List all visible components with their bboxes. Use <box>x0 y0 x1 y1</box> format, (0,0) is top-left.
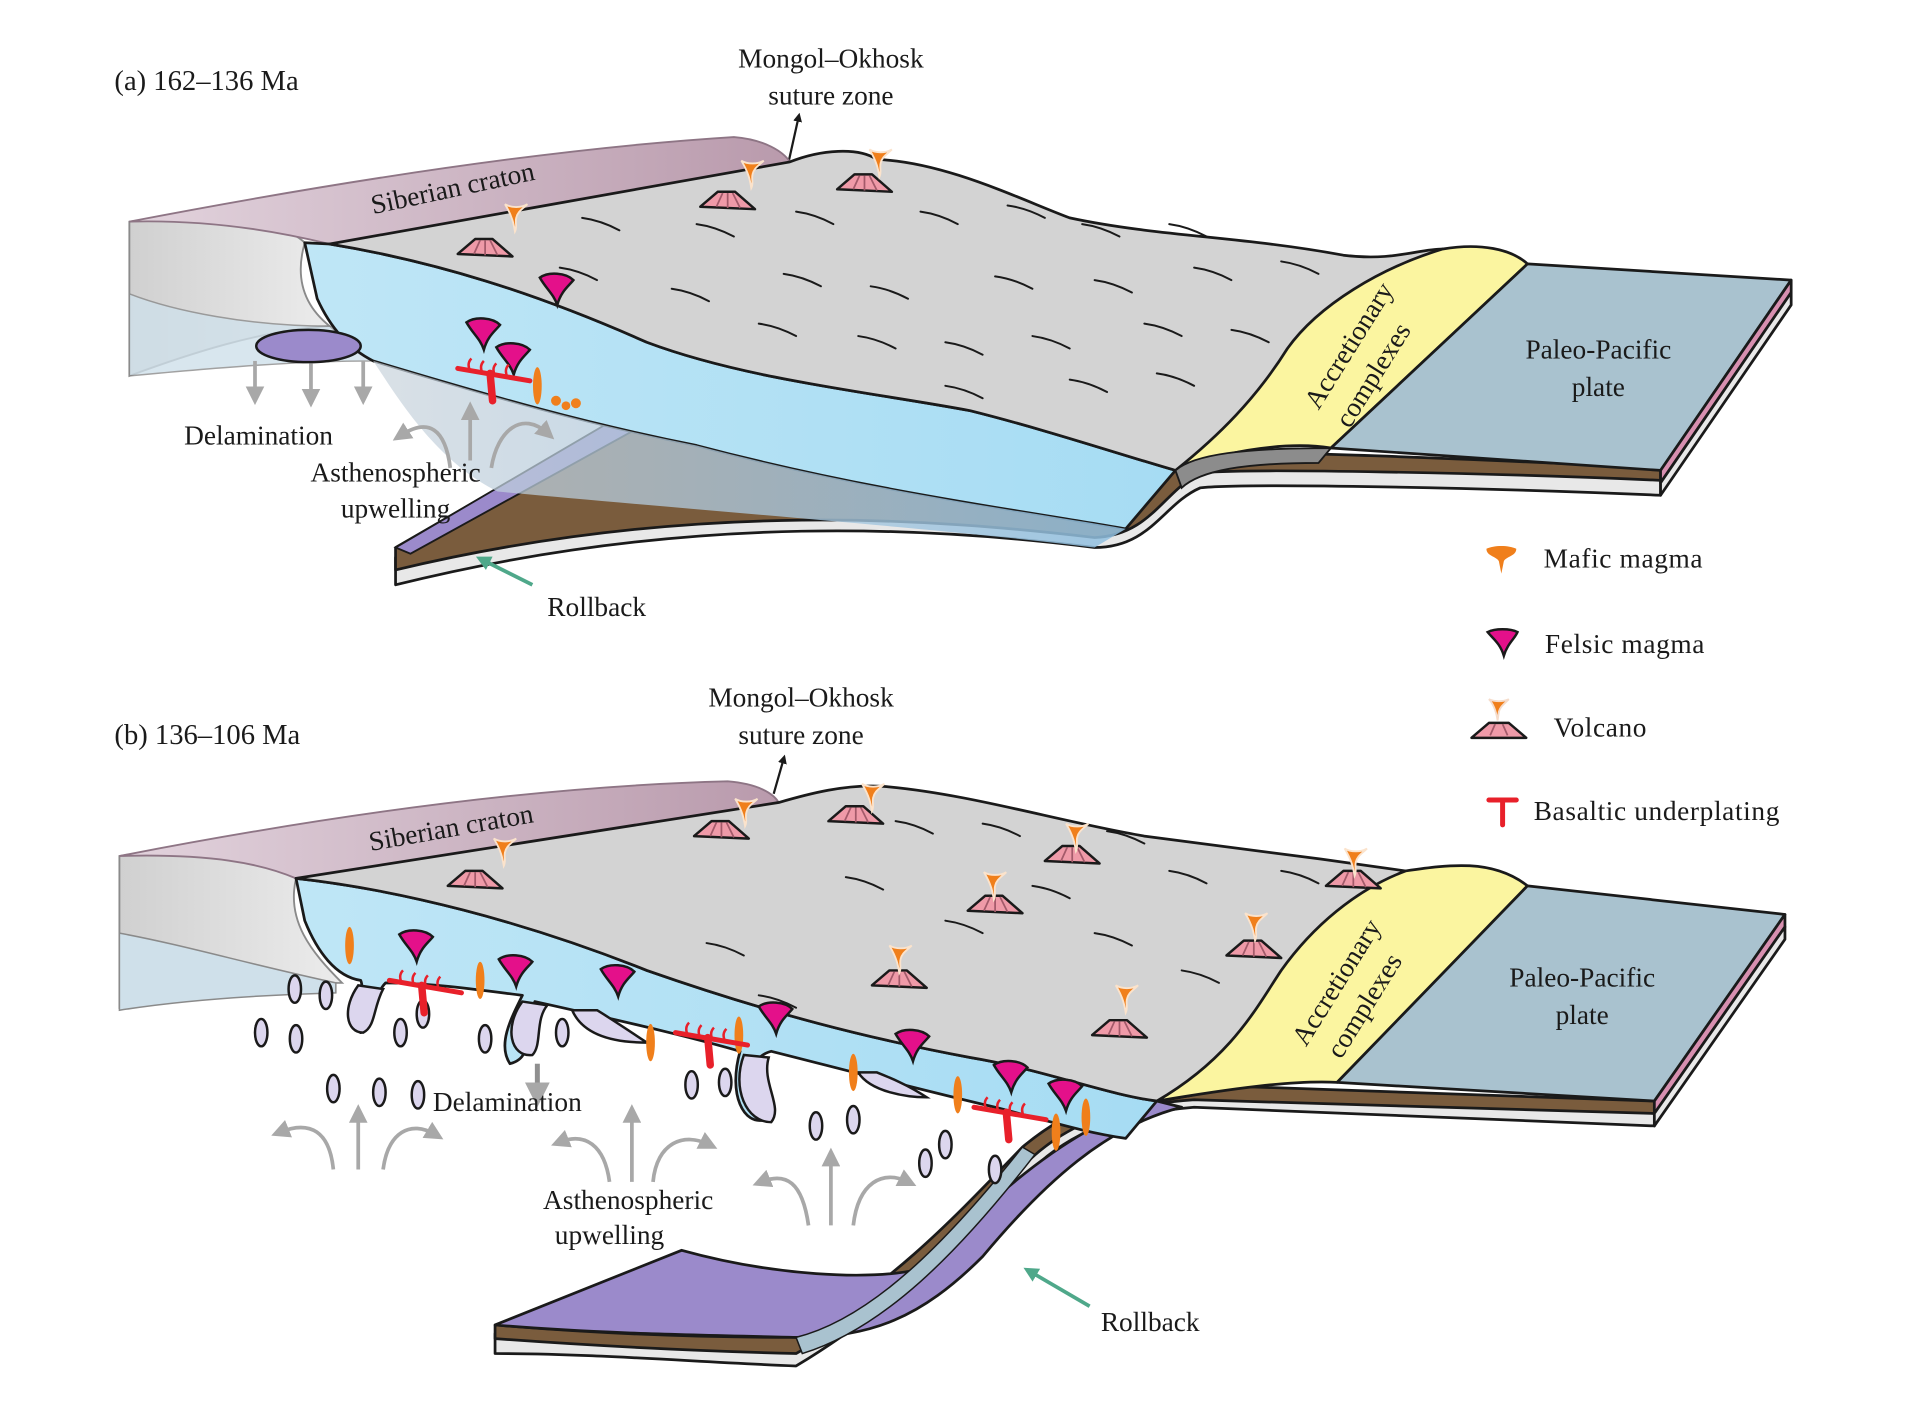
mafic-magma-icon <box>1081 1098 1091 1136</box>
legend-label: Felsic magma <box>1545 629 1705 659</box>
legend-item-underplating: Basaltic underplating <box>1486 796 1780 828</box>
panel-b-plate-label-line1: Paleo-Pacific <box>1509 963 1655 993</box>
panel-b-upwelling-arrows <box>271 1104 917 1226</box>
panel-a: (a) 162–136 Ma Mongol–Okhosk suture zone… <box>114 43 1793 622</box>
panel-a-plate-label-line1: Paleo-Pacific <box>1525 334 1671 364</box>
mafic-magma-icon <box>345 926 354 965</box>
panel-a-delamination-block <box>254 328 362 364</box>
panel-a-rollback-label: Rollback <box>547 592 646 622</box>
panel-a-rollback-arrow <box>475 556 534 587</box>
mafic-magma-droplets <box>551 395 581 411</box>
panel-b-delamination-label: Delamination <box>433 1087 582 1117</box>
panel-b-upwelling-label-line2: upwelling <box>555 1220 665 1250</box>
legend-item-mafic: Mafic magma <box>1486 543 1704 574</box>
panel-b-title: (b) 136–106 Ma <box>114 720 300 751</box>
mafic-magma-icon <box>532 367 542 405</box>
mafic-magma-icon <box>953 1076 963 1114</box>
legend-item-felsic: Felsic magma <box>1485 628 1705 661</box>
legend-item-volcano: Volcano <box>1470 698 1648 743</box>
panel-a-delamination-arrows <box>245 360 373 408</box>
panel-a-suture-label-line1: Mongol–Okhosk <box>738 43 924 73</box>
mafic-magma-icon <box>1051 1113 1061 1151</box>
volcano-icon <box>1470 698 1528 740</box>
panel-b-suture-label-line2: suture zone <box>738 720 863 750</box>
legend: Mafic magma Felsic magma Volcano Basalti… <box>1470 543 1780 828</box>
basaltic-underplating-icon <box>1486 797 1519 828</box>
panel-a-craton <box>129 136 792 245</box>
panel-b-delaminating-drips <box>346 984 931 1124</box>
panel-a-plate-label-line2: plate <box>1572 372 1625 402</box>
panel-b-suture-arrow <box>772 754 787 795</box>
panel-a-delamination-label: Delamination <box>184 420 333 450</box>
panel-a-upwelling-label-line1: Asthenospheric <box>310 458 480 488</box>
panel-a-upwelling-label-line2: upwelling <box>341 494 451 524</box>
mafic-magma-icon <box>475 961 485 1000</box>
panel-a-foliation <box>558 204 1320 400</box>
panel-a-upwelling-arrows <box>392 401 555 469</box>
panel-b-accretionary-complex <box>1155 864 1529 1103</box>
panel-b-suture-label-line1: Mongol–Okhosk <box>708 683 894 713</box>
legend-label: Volcano <box>1554 713 1648 743</box>
panel-b-craton <box>119 780 781 880</box>
panel-b-foliation <box>705 820 1320 1009</box>
panel-a-suture-label-line2: suture zone <box>768 81 893 111</box>
panel-b-plate-label-line2: plate <box>1556 1000 1609 1030</box>
mafic-magma-icon <box>646 1023 655 1062</box>
panel-b-rollback-arrow <box>1023 1267 1091 1308</box>
mafic-magma-icon <box>848 1053 858 1092</box>
panel-b-rollback-label: Rollback <box>1101 1307 1200 1337</box>
panel-b-upwelling-label-line1: Asthenospheric <box>543 1185 713 1215</box>
panel-a-title: (a) 162–136 Ma <box>114 66 299 97</box>
mafic-magma-icon <box>734 1016 744 1054</box>
panel-a-suture-arrow <box>787 112 802 163</box>
mafic-magma-icon <box>1486 545 1517 574</box>
felsic-magma-icon <box>1485 628 1520 661</box>
legend-label: Mafic magma <box>1544 543 1704 573</box>
legend-label: Basaltic underplating <box>1534 796 1780 826</box>
panel-b: (b) 136–106 Ma Mongol–Okhosk suture zone… <box>114 683 1787 1368</box>
